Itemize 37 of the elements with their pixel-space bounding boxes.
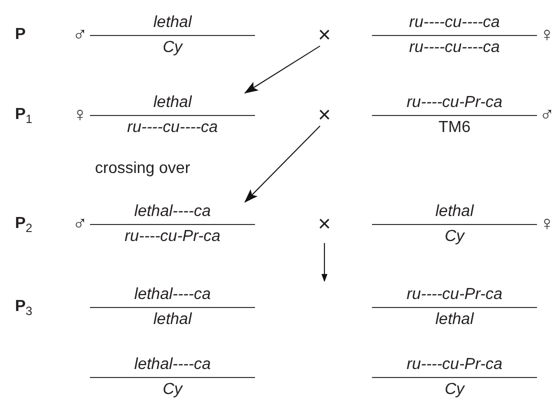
generation-label: P bbox=[15, 26, 26, 44]
allele-text: lethal----ca bbox=[134, 202, 211, 222]
allele-text: ru----cu-Pr-ca bbox=[406, 355, 502, 375]
allele-text: lethal----ca bbox=[134, 355, 211, 375]
generation-label: P$_{2}$ bbox=[15, 215, 32, 236]
allele-text: Cy bbox=[444, 227, 464, 247]
allele-text: lethal----ca bbox=[134, 285, 211, 305]
allele-text: ru----cu----ca bbox=[127, 118, 218, 138]
allele-text: Cy bbox=[162, 380, 182, 400]
allele-text: lethal bbox=[435, 202, 474, 222]
allele-text: Cy bbox=[162, 38, 182, 58]
sex-symbol: ♀ bbox=[538, 213, 556, 236]
arrow bbox=[244, 46, 320, 94]
sex-symbol: ♀ bbox=[72, 104, 88, 127]
sex-symbol: ♂ bbox=[538, 104, 556, 127]
edge-label: crossing over bbox=[95, 160, 190, 178]
allele-text: Cy bbox=[444, 380, 464, 400]
allele-text: lethal bbox=[435, 310, 474, 330]
cross-sign: × bbox=[318, 24, 331, 46]
allele-text: ru----cu----ca bbox=[409, 13, 500, 33]
allele-text: lethal bbox=[153, 13, 192, 33]
allele-text: ru----cu-Pr-ca bbox=[406, 93, 502, 113]
allele-text: lethal bbox=[153, 93, 192, 113]
cross-sign: × bbox=[318, 213, 331, 235]
sex-symbol: ♂ bbox=[72, 24, 88, 47]
allele-text: TM6 bbox=[438, 118, 470, 138]
allele-text: ru----cu-Pr-ca bbox=[406, 285, 502, 305]
allele-text: ru----cu----ca bbox=[409, 38, 500, 58]
arrow bbox=[244, 126, 320, 203]
sex-symbol: ♀ bbox=[538, 24, 556, 47]
allele-text: ru----cu-Pr-ca bbox=[124, 227, 220, 247]
generation-label: P$_{1}$ bbox=[15, 106, 32, 126]
sex-symbol: ♂ bbox=[72, 213, 88, 236]
allele-text: lethal bbox=[153, 310, 192, 330]
generation-label: P$_{3}$ bbox=[15, 298, 32, 318]
arrow bbox=[321, 242, 328, 282]
cross-sign: × bbox=[318, 104, 331, 126]
